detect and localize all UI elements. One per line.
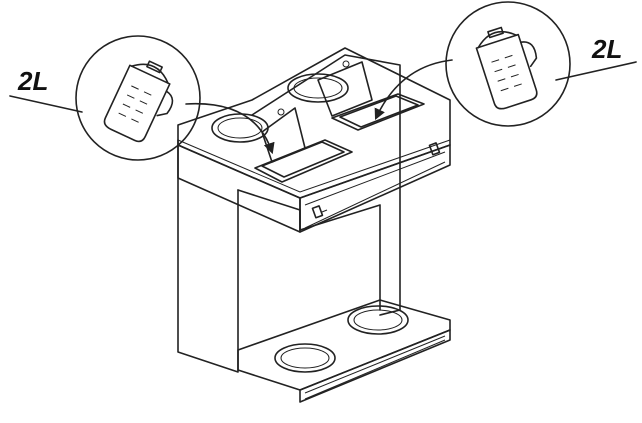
callout-right-circle xyxy=(445,1,571,127)
brewer-side-panel xyxy=(177,144,301,233)
top-warmer-left-inner xyxy=(217,117,263,139)
brewer-left-column xyxy=(177,139,239,373)
callout-left-pointer xyxy=(9,95,83,113)
brewer-top-deck xyxy=(177,47,451,199)
switch-right xyxy=(428,142,445,156)
capacity-label-left: 2L xyxy=(17,66,48,96)
brewer-top-edge xyxy=(177,139,451,193)
brewer-base-front xyxy=(299,329,451,403)
airpot-left-icon xyxy=(103,60,174,143)
callout-right: 2L xyxy=(374,1,637,127)
base-trim xyxy=(304,335,446,400)
flow-arrow-right xyxy=(374,59,453,121)
bottom-warmer-left-inner xyxy=(280,347,330,369)
brew-basket-right-lid xyxy=(317,61,373,117)
front-panel-trim xyxy=(304,151,446,229)
brew-basket-right-grid xyxy=(339,95,419,128)
top-warmer-right xyxy=(287,73,349,103)
brewer-front-column xyxy=(237,189,381,311)
top-warmer-right-inner xyxy=(293,77,343,99)
flow-arrow-left xyxy=(185,102,275,155)
capacity-label-right: 2L xyxy=(591,34,622,64)
callout-left: 2L xyxy=(9,35,275,161)
lid-hinge-left xyxy=(277,108,285,116)
bottom-warmer-right-inner xyxy=(353,309,403,331)
bottom-warmer-right xyxy=(347,305,409,335)
brewer-machine xyxy=(177,47,451,403)
brew-basket-left-lid xyxy=(261,107,306,163)
bottom-warmer-left xyxy=(274,343,336,373)
switch-left xyxy=(311,205,328,219)
callout-left-circle xyxy=(75,35,201,161)
brew-basket-right xyxy=(331,93,425,131)
brewer-front-panel xyxy=(299,144,451,233)
lid-hinge-right xyxy=(342,60,350,68)
brewer-base-top xyxy=(237,299,451,391)
brewer-back-column xyxy=(251,54,401,316)
callout-right-pointer xyxy=(555,61,637,81)
airpot-right-icon xyxy=(475,26,538,110)
